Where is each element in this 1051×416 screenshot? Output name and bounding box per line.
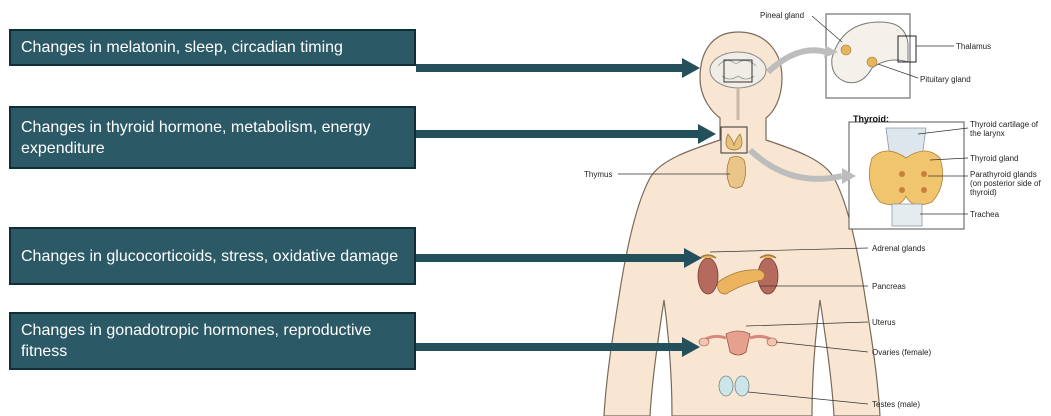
arrow-thyroid [416, 124, 716, 144]
kidney-left [698, 258, 718, 294]
thymus [727, 156, 746, 188]
arrow-melatonin [416, 58, 700, 78]
label-ovaries: Ovaries (female) [872, 348, 931, 357]
label-testes: Testes (male) [872, 400, 920, 409]
label-thyroid-cartilage: Thyroid cartilage of the larynx [970, 120, 1050, 138]
label-parathyroid: Parathyroid glands (on posterior side of… [970, 170, 1050, 197]
label-thyroid-gland: Thyroid gland [970, 154, 1018, 163]
label-thymus: Thymus [584, 170, 612, 179]
thyroid-inset [849, 122, 964, 229]
label-pituitary: Pituitary gland [920, 75, 971, 84]
brain-inset [826, 14, 916, 98]
label-adrenal: Adrenal glands [872, 244, 925, 253]
testis-left [719, 376, 733, 396]
testis-right [735, 376, 749, 396]
label-thalamus: Thalamus [956, 42, 991, 51]
label-pancreas: Pancreas [872, 282, 906, 291]
label-trachea: Trachea [970, 210, 1000, 219]
label-pineal: Pineal gland [760, 11, 804, 20]
ovary-left [699, 338, 709, 346]
label-thyroid-title: Thyroid: [853, 114, 889, 124]
label-uterus: Uterus [872, 318, 896, 327]
ovary-right [767, 338, 777, 346]
brain [710, 52, 766, 88]
uterus [726, 331, 750, 355]
